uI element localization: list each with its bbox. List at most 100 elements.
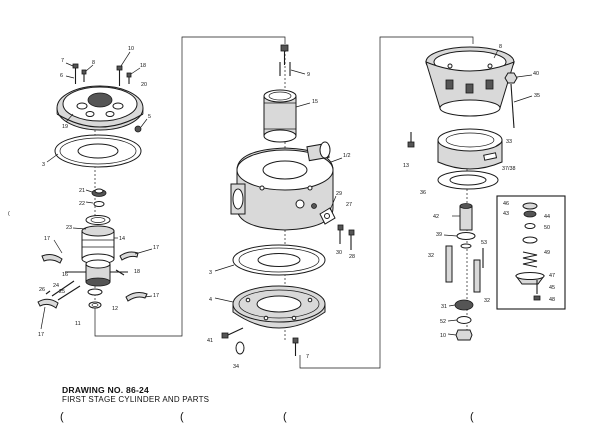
tie-rod [504, 72, 518, 129]
margin-mark-bottom-3: ( [283, 411, 287, 423]
callout-4: 4 [209, 297, 212, 303]
callout-10: 10 [128, 46, 134, 52]
callout-42: 42 [433, 214, 439, 220]
callout-18-lower: 18 [134, 269, 140, 275]
piston-assembly [65, 215, 128, 287]
lower-rings [87, 288, 103, 309]
callout-18: 18 [140, 63, 146, 69]
callout-36: 36 [420, 190, 426, 196]
guide-brackets [445, 245, 484, 293]
cylinder-body [230, 141, 334, 231]
head-gasket [54, 134, 142, 168]
callout-35: 35 [534, 93, 540, 99]
studs [279, 44, 291, 76]
callout-22: 22 [79, 201, 85, 207]
callout-40: 40 [533, 71, 539, 77]
drawing-title: FIRST STAGE CYLINDER AND PARTS [62, 395, 210, 404]
cylinder-head [56, 85, 144, 131]
leader-lines [40, 49, 533, 336]
lower-stack [454, 299, 474, 341]
callout-26: 26 [39, 287, 45, 293]
callout-15: 15 [312, 99, 318, 105]
callout-10-right: 10 [440, 333, 446, 339]
callout-5: 5 [148, 114, 151, 120]
callout-11: 11 [75, 321, 81, 327]
callout-53: 53 [481, 240, 487, 246]
callout-41: 41 [207, 338, 213, 344]
callout-47: 47 [549, 273, 555, 279]
callout-49: 49 [544, 250, 550, 256]
callout-52: 52 [440, 319, 446, 325]
callout-7: 7 [61, 58, 64, 64]
crosshead-housing [437, 128, 503, 170]
callout-28: 28 [349, 254, 355, 260]
callout-33: 33 [506, 139, 512, 145]
callout-27: 27 [346, 202, 352, 208]
flow-line-center-to-right [299, 36, 474, 369]
callout-17-d: 17 [38, 332, 44, 338]
callout-12: 12 [112, 306, 118, 312]
callout-23: 23 [66, 225, 72, 231]
base-plate [232, 285, 326, 329]
crosshead-stack [456, 203, 476, 249]
callout-43: 43 [503, 211, 509, 217]
callout-7-center: 7 [306, 354, 309, 360]
callout-32-left: 32 [428, 253, 434, 259]
callout-31: 31 [441, 304, 447, 310]
callout-46: 46 [503, 201, 509, 207]
center-column-parts [221, 44, 355, 356]
callout-9: 9 [307, 72, 310, 78]
callout-21: 21 [79, 188, 85, 194]
callout-32-right: 32 [484, 298, 490, 304]
callout-30: 30 [336, 250, 342, 256]
callout-50: 50 [544, 225, 550, 231]
callout-17-a: 17 [44, 236, 50, 242]
drawing-caption: DRAWING NO. 86-24 FIRST STAGE CYLINDER A… [62, 385, 362, 405]
side-shoes [37, 251, 148, 309]
callout-20: 20 [141, 82, 147, 88]
base-hardware [221, 327, 299, 356]
callout-3-center: 3 [209, 270, 212, 276]
callout-numbers: 7 8 10 18 19 6 20 5 3 21 22 23 14 17 17 … [38, 44, 555, 370]
margin-mark-left: ( [8, 211, 10, 217]
drawing-number: DRAWING NO. 86-24 [62, 385, 149, 395]
valve-parts [91, 188, 107, 207]
margin-mark-bottom-1: ( [60, 411, 64, 423]
crankcase [425, 46, 515, 117]
callout-8-right: 8 [499, 44, 502, 50]
left-column-parts [37, 63, 148, 309]
callout-37-38: 37/38 [502, 166, 516, 172]
callout-48: 48 [549, 297, 555, 303]
body-fittings [311, 203, 355, 250]
callout-13: 13 [403, 163, 409, 169]
callout-45: 45 [549, 285, 555, 291]
housing-gasket [437, 170, 499, 190]
callout-8: 8 [92, 60, 95, 66]
cylinder-liner [263, 89, 297, 143]
margin-mark-bottom-4: ( [470, 411, 474, 423]
callout-24: 24 [53, 283, 59, 289]
callout-39: 39 [436, 232, 442, 238]
callout-44: 44 [544, 214, 550, 220]
margin-mark-bottom-2: ( [180, 411, 184, 423]
right-column-parts [407, 46, 566, 341]
callout-17-c: 17 [153, 293, 159, 299]
flow-line-left-to-center [94, 36, 286, 337]
callout-6: 6 [60, 73, 63, 79]
callout-17-b: 17 [153, 245, 159, 251]
callout-1-2: 1/2 [343, 153, 351, 159]
callout-34: 34 [233, 364, 239, 370]
wrist-pins [45, 269, 125, 301]
margin-marks: ( ( ( ( ( [8, 211, 474, 423]
callout-3-left: 3 [42, 162, 45, 168]
callout-29: 29 [336, 191, 342, 197]
mount-bolt [407, 132, 415, 148]
detail-inset [496, 195, 566, 310]
callout-25: 25 [59, 289, 65, 295]
callout-14: 14 [119, 236, 125, 242]
base-gasket [232, 244, 326, 276]
callout-19: 19 [62, 124, 68, 130]
callout-16: 16 [62, 272, 68, 278]
